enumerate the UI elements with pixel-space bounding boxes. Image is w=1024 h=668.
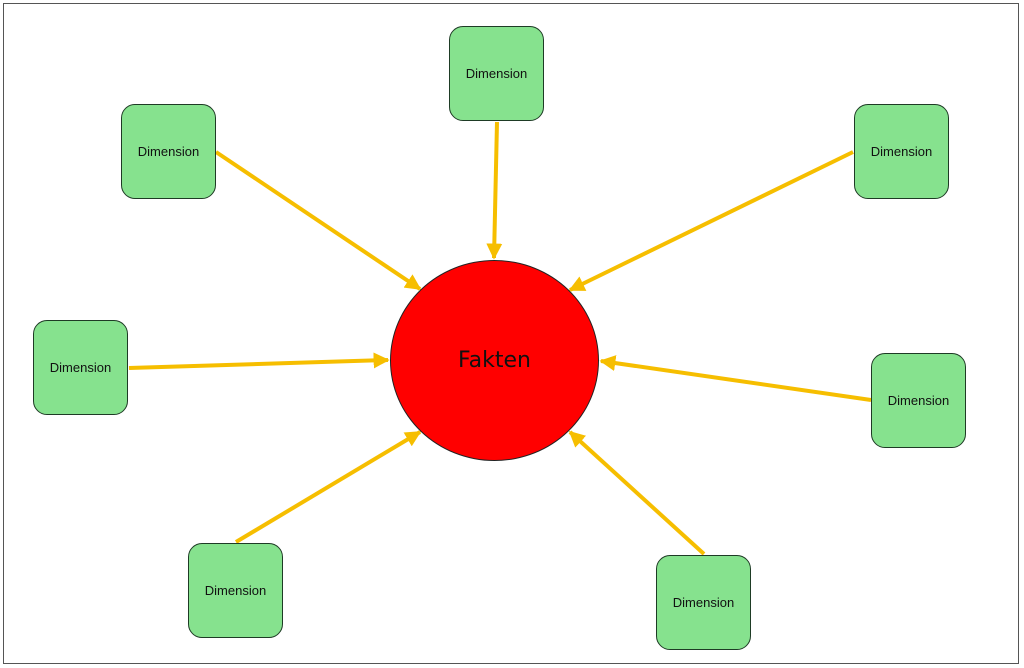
dimension-node-bottom-right: Dimension	[656, 555, 751, 650]
arrow-top	[486, 121, 503, 260]
arrow-top-right	[568, 150, 854, 292]
arrow-right	[599, 355, 872, 402]
fact-node: Fakten	[390, 260, 599, 461]
dimension-node-right: Dimension	[871, 353, 966, 448]
dimension-node-top: Dimension	[449, 26, 544, 121]
arrow-top-left	[214, 150, 422, 291]
dimension-node-top-left: Dimension	[121, 104, 216, 199]
dimension-node-bottom-left: Dimension	[188, 543, 283, 638]
arrow-left	[128, 352, 390, 370]
dimension-node-left: Dimension	[33, 320, 128, 415]
arrow-bottom-right	[568, 430, 706, 556]
arrow-bottom-left	[234, 430, 422, 544]
dimension-node-top-right: Dimension	[854, 104, 949, 199]
